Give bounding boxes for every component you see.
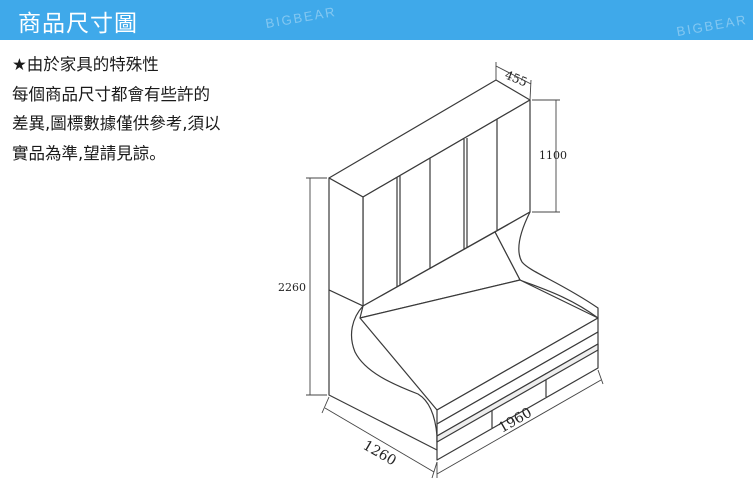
dimension-width: 1260 — [360, 438, 399, 470]
disclaimer-notes: ★由於家具的特殊性 每個商品尺寸都會有些許的 差異,圖標數據僅供參考,須以 實品… — [12, 50, 282, 168]
note-line: 差異,圖標數據僅供參考,須以 — [12, 114, 221, 133]
title-banner: 商品尺寸圖 BIGBEAR BIGBEAR — [0, 0, 753, 40]
note-line: ★由於家具的特殊性 — [12, 55, 159, 74]
dimension-total-height: 2260 — [278, 281, 306, 294]
note-line: 每個商品尺寸都會有些許的 — [12, 84, 210, 104]
right-side-panel — [494, 211, 599, 319]
cabinet-left-face — [328, 177, 364, 307]
left-side-panel — [328, 289, 438, 451]
page-title: 商品尺寸圖 — [18, 11, 138, 37]
dimension-cabinet-height: 1100 — [539, 149, 567, 162]
note-line: 實品為準,望請見諒。 — [12, 143, 166, 163]
